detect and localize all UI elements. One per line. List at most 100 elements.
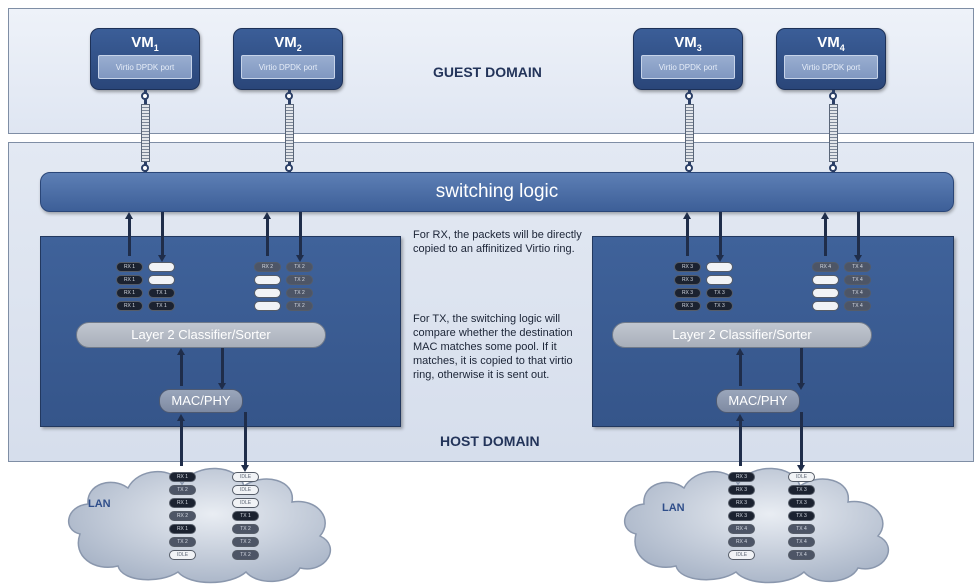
tx-queue-entry: [148, 275, 175, 285]
rx-queue-entry: [254, 288, 281, 298]
tx-note: For TX, the switching logic will compare…: [413, 313, 573, 381]
vm-1: VM1 Virtio DPDK port: [90, 28, 200, 90]
rx-queue-entry: RX 3: [674, 301, 701, 311]
rx-queue-entry: [812, 275, 839, 285]
tx-queue-entry: TX 4: [844, 288, 871, 298]
arrow-switch-tx4: [854, 212, 862, 262]
vm-4-virtio-port: Virtio DPDK port: [784, 55, 878, 79]
rx-queue-entry: [812, 301, 839, 311]
arrow-switch-rx1: [125, 212, 133, 256]
lan-tx-entry: TX 3: [788, 498, 815, 508]
arrow-switch-tx2: [296, 212, 304, 262]
tx-queue-entry: TX 1: [148, 288, 175, 298]
vm-1-link-tube: [141, 104, 150, 162]
rx-queue-entry: RX 3: [674, 275, 701, 285]
lan-tx-entry: TX 2: [232, 524, 259, 534]
mac-phy-right: MAC/PHY: [716, 389, 800, 413]
arrow-mac-lan-left-down: [241, 412, 249, 472]
vm-2-link-bottom-knob: [285, 164, 293, 172]
vm-1-link-bottom-knob: [141, 164, 149, 172]
lan-label-right: LAN: [662, 502, 685, 514]
lan-tx-entry: TX 1: [232, 511, 259, 521]
tx-queue-entry: TX 4: [844, 275, 871, 285]
lan-tx-entry: TX 3: [788, 485, 815, 495]
rx-queue-entry: RX 3: [674, 288, 701, 298]
tx-queue-entry: TX 2: [286, 288, 313, 298]
host-domain-label: HOST DOMAIN: [440, 433, 540, 449]
lan-rx-entry: RX 1: [169, 498, 196, 508]
vm-1-title: VM1: [131, 34, 159, 53]
arrow-switch-rx3: [683, 212, 691, 256]
lan-cloud-right: [623, 467, 890, 584]
lan-tx-entry: TX 4: [788, 537, 815, 547]
lan-rx-entry: TX 2: [169, 485, 196, 495]
arrow-switch-rx4: [821, 212, 829, 256]
vm-2-virtio-port: Virtio DPDK port: [241, 55, 335, 79]
rx-queue-entry: [254, 301, 281, 311]
vm-2-title: VM2: [274, 34, 302, 53]
tx-queue-entry: TX 2: [286, 262, 313, 272]
arrow-lan-mac-right-up: [736, 414, 744, 466]
lan-rx-entry: RX 2: [169, 511, 196, 521]
tx-queue-entry: TX 2: [286, 301, 313, 311]
arrow-mac-classifier-right-up: [736, 348, 744, 386]
arrow-switch-tx3: [716, 212, 724, 262]
vm-3-link-bottom-knob: [685, 164, 693, 172]
lan-rx-entry: RX 3: [728, 472, 755, 482]
lan-rx-entry: IDLE: [728, 550, 755, 560]
lan-tx-entry: IDLE: [232, 485, 259, 495]
vm-1-link-top-knob: [141, 92, 149, 100]
arrow-mac-lan-right-down: [797, 412, 805, 472]
rx-queue-entry: RX 1: [116, 288, 143, 298]
lan-tx-entry: TX 4: [788, 550, 815, 560]
lan-tx-entry: IDLE: [232, 498, 259, 508]
lan-rx-entry: RX 1: [169, 472, 196, 482]
arrow-switch-rx2: [263, 212, 271, 256]
tx-queue-entry: TX 3: [706, 288, 733, 298]
layer2-classifier-left: Layer 2 Classifier/Sorter: [76, 322, 326, 348]
rx-queue-entry: RX 3: [674, 262, 701, 272]
tx-queue-entry: [706, 262, 733, 272]
tx-queue-entry: [148, 262, 175, 272]
switching-logic-bar: switching logic: [40, 172, 954, 212]
rx-queue-entry: [254, 275, 281, 285]
lan-rx-entry: RX 3: [728, 498, 755, 508]
tx-queue-entry: TX 4: [844, 301, 871, 311]
vm-3-link-top-knob: [685, 92, 693, 100]
rx-queue-entry: [812, 288, 839, 298]
switching-logic-label: switching logic: [435, 181, 559, 202]
vm-4: VM4 Virtio DPDK port: [776, 28, 886, 90]
arrow-lan-mac-left-up: [177, 414, 185, 466]
vm-3-title: VM3: [674, 34, 702, 53]
arrow-classifier-mac-left-down: [218, 348, 226, 390]
lan-label-left: LAN: [88, 498, 111, 510]
vm-3-virtio-port: Virtio DPDK port: [641, 55, 735, 79]
lan-rx-entry: TX 2: [169, 537, 196, 547]
rx-queue-entry: RX 2: [254, 262, 281, 272]
lan-rx-entry: RX 3: [728, 485, 755, 495]
rx-queue-entry: RX 1: [116, 262, 143, 272]
lan-tx-entry: TX 2: [232, 537, 259, 547]
lan-tx-entry: TX 4: [788, 524, 815, 534]
vm-4-link-bottom-knob: [829, 164, 837, 172]
tx-queue-entry: TX 1: [148, 301, 175, 311]
lan-rx-entry: RX 1: [169, 524, 196, 534]
vm-2: VM2 Virtio DPDK port: [233, 28, 343, 90]
mac-phy-left: MAC/PHY: [159, 389, 243, 413]
lan-cloud-left: [67, 467, 332, 584]
vm-3-link-tube: [685, 104, 694, 162]
lan-rx-entry: IDLE: [169, 550, 196, 560]
vm-2-link-tube: [285, 104, 294, 162]
lan-tx-entry: IDLE: [788, 472, 815, 482]
tx-queue-entry: [706, 275, 733, 285]
tx-queue-entry: TX 3: [706, 301, 733, 311]
arrow-classifier-mac-right-down: [797, 348, 805, 390]
vm-2-link-top-knob: [285, 92, 293, 100]
lan-tx-entry: IDLE: [232, 472, 259, 482]
rx-queue-entry: RX 1: [116, 275, 143, 285]
vm-4-title: VM4: [817, 34, 845, 53]
vm-1-virtio-port: Virtio DPDK port: [98, 55, 192, 79]
arrow-mac-classifier-left-up: [177, 348, 185, 386]
lan-tx-entry: TX 3: [788, 511, 815, 521]
rx-note: For RX, the packets will be directly cop…: [413, 229, 582, 255]
